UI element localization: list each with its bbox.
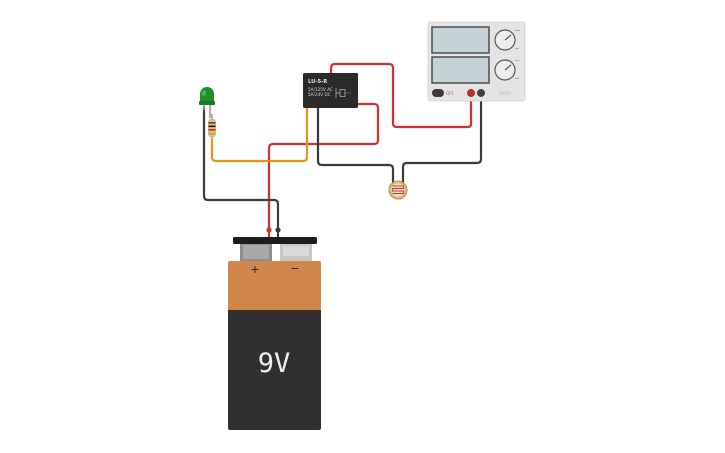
- battery-snap-cap: [233, 237, 317, 244]
- power-supply-switch-label: OFF: [446, 91, 454, 96]
- battery-body-top: [228, 261, 321, 310]
- wire-black-supply-to-ldr[interactable]: [401, 92, 483, 184]
- battery-lead-positive[interactable]: [266, 227, 272, 233]
- relay-spec-line-2: 5A/24V DC: [308, 92, 331, 97]
- power-supply-display-top: [431, 26, 490, 54]
- battery-lead-negative[interactable]: [275, 227, 281, 233]
- power-supply[interactable]: OFF: [427, 21, 526, 102]
- power-supply-switch[interactable]: OFF: [432, 89, 454, 97]
- relay-model-label: LU-5-R: [308, 79, 327, 85]
- power-supply-knob-bottom[interactable]: [494, 59, 519, 81]
- power-supply-knob-top[interactable]: [494, 29, 520, 51]
- power-supply-terminal-negative[interactable]: [477, 89, 485, 97]
- relay-spec-line-1: 5A/125V AC: [308, 87, 333, 92]
- photoresistor[interactable]: [388, 180, 408, 200]
- resistor[interactable]: [208, 114, 216, 141]
- wire-black-relay-to-ldr[interactable]: [316, 106, 395, 184]
- power-supply-display-bottom: [431, 56, 490, 84]
- battery-9v[interactable]: + − 9V: [228, 227, 321, 430]
- wire-red-battery-to-relay[interactable]: [267, 102, 380, 232]
- battery-body-bottom: [228, 309, 321, 430]
- relay-coil-icon: [335, 88, 352, 98]
- wire-red-supply-to-relay[interactable]: [329, 62, 473, 129]
- relay[interactable]: LU-5-R 5A/125V AC 5A/24V DC: [303, 73, 358, 108]
- wire-orange-resistor-to-relay[interactable]: [210, 106, 309, 163]
- battery-plus-label: +: [250, 263, 259, 276]
- wires: [202, 62, 483, 232]
- wire-black-led-to-battery[interactable]: [202, 105, 280, 232]
- led-green[interactable]: [199, 87, 215, 118]
- battery-voltage-label: 9V: [258, 348, 291, 379]
- battery-minus-label: −: [290, 262, 299, 275]
- power-supply-terminal-positive[interactable]: [467, 89, 475, 97]
